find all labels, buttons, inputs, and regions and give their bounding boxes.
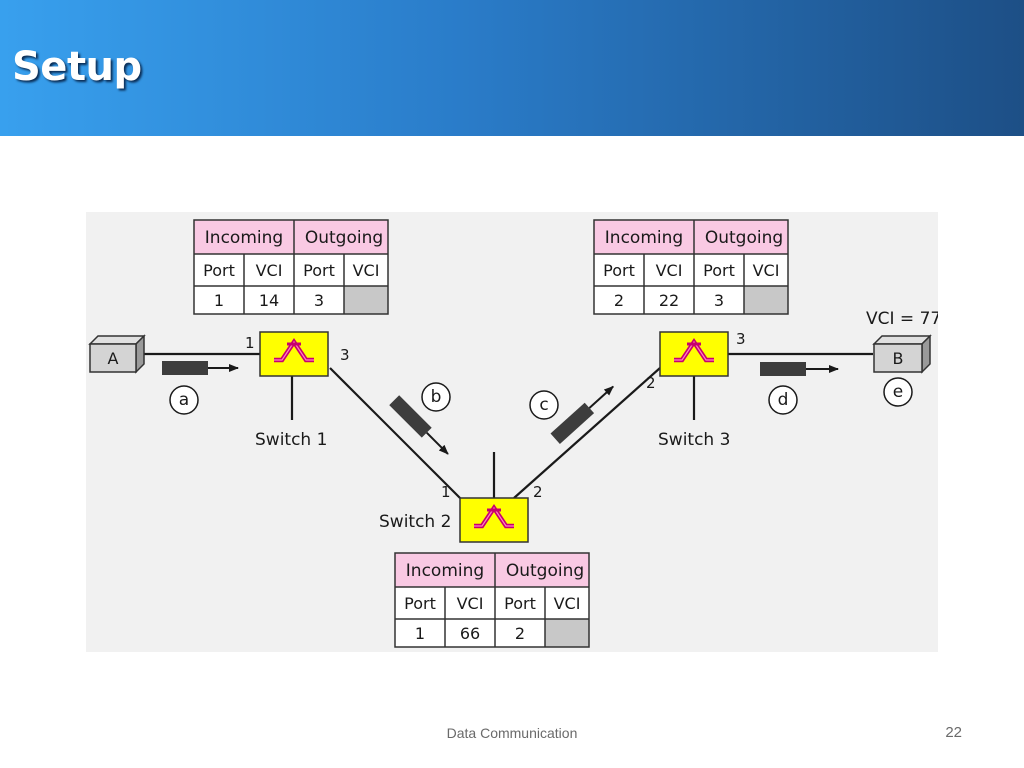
title-bar: Setup — [0, 0, 1024, 136]
switch-1 — [259, 331, 329, 377]
switch3-port-in: 2 — [646, 374, 656, 392]
host-a-label: A — [108, 349, 119, 368]
table-border — [394, 552, 590, 648]
table-cell-in-port: 2 — [614, 291, 624, 310]
table-header-bg — [194, 220, 388, 254]
link-switch1-switch2 — [329, 367, 461, 499]
table-empty-vci-cell — [744, 286, 788, 314]
packet-b — [389, 395, 449, 455]
switch1-label: Switch 1 — [255, 430, 327, 450]
vci-77-label: VCI = 77 — [866, 309, 938, 329]
footer-text: Data Communication — [446, 725, 578, 741]
switch-3 — [659, 331, 729, 377]
table-col-in-vci: VCI — [656, 261, 683, 280]
packet-d — [760, 362, 839, 376]
table-col-out-port: Port — [303, 261, 335, 280]
page-number: 22 — [945, 724, 962, 741]
links — [138, 352, 873, 499]
table-col-out-vci: VCI — [554, 594, 581, 613]
table-cell-in-port: 1 — [214, 291, 224, 310]
table-cell-in-port: 1 — [415, 624, 425, 643]
step-c: c — [539, 395, 548, 415]
step-a: a — [179, 390, 189, 410]
table-col-in-port: Port — [203, 261, 235, 280]
switch2-label: Switch 2 — [379, 512, 451, 532]
table-outgoing-header: Outgoing — [705, 228, 783, 248]
table-empty-vci-cell — [545, 619, 589, 647]
table-header-bg — [395, 553, 589, 587]
switch1-port-in: 1 — [245, 334, 255, 352]
table-cell-out-port: 2 — [515, 624, 525, 643]
table-cell-in-vci: 66 — [460, 624, 480, 643]
table-border — [193, 219, 389, 315]
step-b: b — [431, 387, 442, 407]
table-cell-in-vci: 22 — [659, 291, 679, 310]
packet-a — [162, 361, 239, 375]
table-col-in-port: Port — [404, 594, 436, 613]
table-col-out-vci: VCI — [753, 261, 780, 280]
table-incoming-header: Incoming — [605, 228, 683, 248]
table-outgoing-header: Outgoing — [305, 228, 383, 248]
table-col-out-port: Port — [703, 261, 735, 280]
switch1-port-out: 3 — [340, 346, 350, 364]
table-cell-out-port: 3 — [714, 291, 724, 310]
host-b: B — [872, 334, 932, 374]
table-incoming-header: Incoming — [205, 228, 283, 248]
table-outgoing-header: Outgoing — [506, 561, 584, 581]
table-col-out-vci: VCI — [353, 261, 380, 280]
table-col-in-port: Port — [603, 261, 635, 280]
step-d: d — [778, 390, 789, 410]
switch-2 — [459, 497, 529, 543]
step-e: e — [893, 382, 903, 402]
table-col-out-port: Port — [504, 594, 536, 613]
slide-title: Setup — [12, 44, 142, 90]
step-labels: a b c d e — [169, 377, 913, 420]
table-incoming-header: Incoming — [406, 561, 484, 581]
switch2-port-in: 1 — [441, 483, 451, 501]
table-cell-in-vci: 14 — [259, 291, 279, 310]
host-a: A — [88, 334, 146, 374]
table-header-bg — [594, 220, 788, 254]
table-col-in-vci: VCI — [457, 594, 484, 613]
packet-c — [550, 385, 614, 444]
switch3-label: Switch 3 — [658, 430, 730, 450]
table-col-in-vci: VCI — [256, 261, 283, 280]
switch2-port-out: 2 — [533, 483, 543, 501]
table-border — [593, 219, 789, 315]
table-empty-vci-cell — [344, 286, 388, 314]
vc-setup-diagram: A B VCI = 77 1 3 Switch 1 1 2 Switch 2 2… — [86, 212, 938, 652]
switch3-port-out: 3 — [736, 330, 746, 348]
host-b-label: B — [893, 349, 904, 368]
link-switch2-switch3 — [513, 367, 661, 499]
table-cell-out-port: 3 — [314, 291, 324, 310]
